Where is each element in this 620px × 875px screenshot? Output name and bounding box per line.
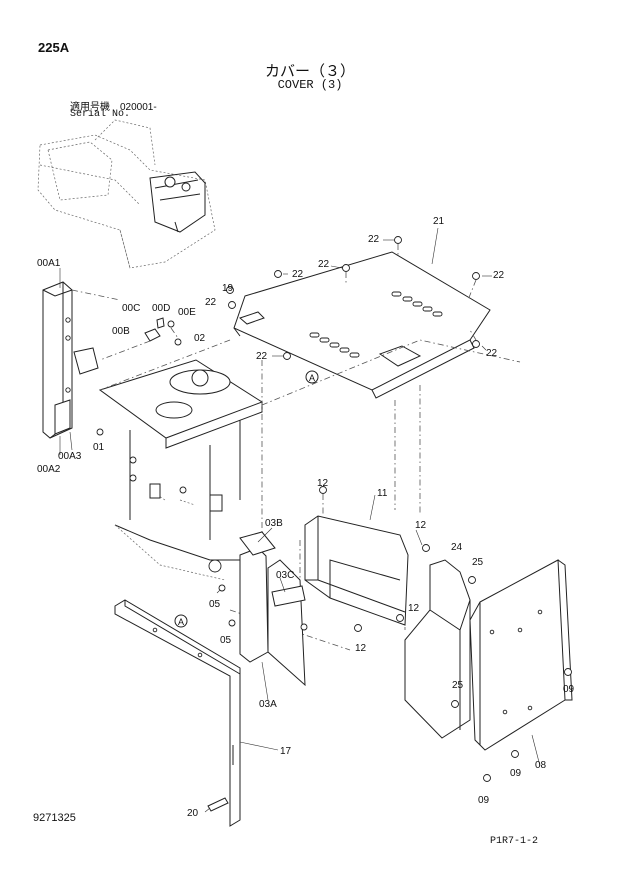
document-number: 9271325 [33,812,76,824]
view-reference-markers: A A [174,370,319,628]
callout-09: 09 [563,684,575,695]
callout-17: 17 [280,746,292,757]
callout-00D: 00D [152,303,170,314]
callout-22: 22 [493,270,505,281]
leader-lines [59,227,541,813]
callout-03B: 03B [265,518,283,529]
machine-overview-sketch [37,119,216,269]
view-marker-a: A [178,617,184,627]
callout-22: 22 [368,234,380,245]
part-21-top-cover [226,236,491,399]
callout-00E: 00E [178,307,196,318]
callout-labels: 21 22 22 22 22 22 22 22 19 00A1 00C 00D … [37,216,575,819]
callout-00B: 00B [112,326,130,337]
callout-12: 12 [355,643,367,654]
callout-03C: 03C [276,570,294,581]
serial-label-japanese: 適用号機 020001- [70,102,157,113]
callout-11: 11 [377,488,388,499]
view-marker-a: A [309,373,315,383]
callout-05: 05 [220,635,232,646]
callout-25: 25 [452,680,464,691]
sheet-code: P1R7-1-2 [490,836,539,847]
callout-05: 05 [209,599,221,610]
callout-22: 22 [205,297,217,308]
callout-00A2: 00A2 [37,464,61,475]
callout-03A: 03A [259,699,277,710]
serial-label: Serial No. [70,109,131,120]
part-24-cover [404,559,476,739]
part-00A1-bracket [42,281,104,439]
callout-22: 22 [318,259,330,270]
callout-22: 22 [486,348,498,359]
callout-00A3: 00A3 [58,451,82,462]
callout-22: 22 [292,269,304,280]
callout-02: 02 [194,333,206,344]
callout-21: 21 [433,216,445,227]
page-title: COVER (3) [277,78,343,92]
callout-24: 24 [451,542,463,553]
page-number: 225A [38,40,70,55]
part-03A-cover [218,531,308,687]
callout-25: 25 [472,557,484,568]
machine-frame-assembly [98,359,264,581]
callout-19: 19 [222,283,234,294]
callout-22: 22 [256,351,268,362]
part-00B-00E-hardware [99,317,182,361]
callout-12: 12 [415,520,427,531]
callout-12: 12 [317,478,329,489]
part-17-frame [114,599,241,827]
page-title-japanese: カバー（３） [264,63,355,80]
callout-20: 20 [187,808,199,819]
callout-09: 09 [478,795,490,806]
part-08-side-panel [469,559,573,782]
callout-00C: 00C [122,303,140,314]
callout-12: 12 [408,603,420,614]
callout-01: 01 [93,442,105,453]
callout-09: 09 [510,768,522,779]
callout-08: 08 [535,760,547,771]
part-11-box-cover [304,486,430,632]
callout-00A1: 00A1 [37,258,61,269]
